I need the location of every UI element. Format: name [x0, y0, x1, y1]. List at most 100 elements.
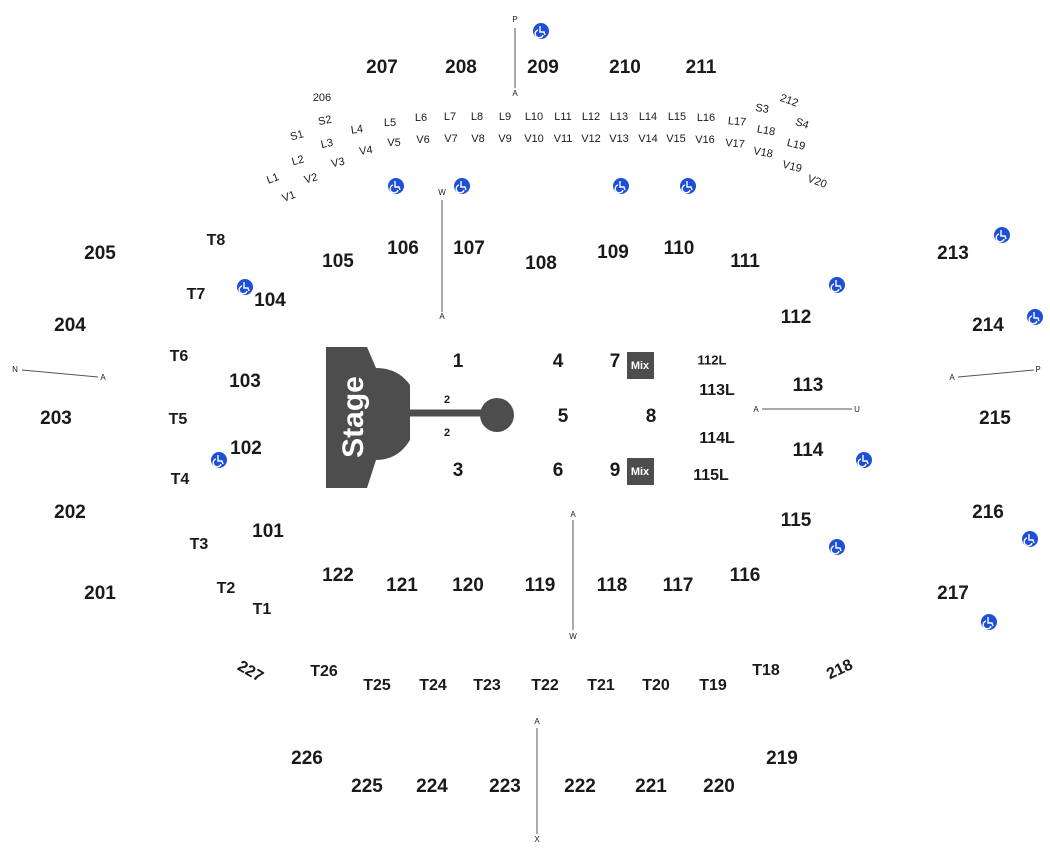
section-label[interactable]: 111 — [730, 251, 760, 272]
section-label[interactable]: 216 — [972, 502, 1004, 523]
section-label[interactable]: 110 — [664, 238, 695, 259]
row-label[interactable]: L3 — [320, 137, 334, 151]
row-label[interactable]: V14 — [638, 133, 658, 145]
row-label[interactable]: L2 — [291, 154, 306, 169]
row-label[interactable]: V20 — [806, 173, 829, 191]
section-label[interactable]: 203 — [40, 408, 72, 429]
floor-section[interactable]: 114L — [699, 430, 735, 447]
section-label[interactable]: 122 — [322, 565, 354, 586]
section-label[interactable]: 104 — [254, 290, 286, 311]
row-label[interactable]: S4 — [794, 116, 811, 132]
section-label[interactable]: 205 — [84, 243, 116, 264]
row-label[interactable]: L1 — [265, 171, 281, 186]
row-label[interactable]: T24 — [419, 677, 447, 694]
row-label[interactable]: V15 — [666, 133, 686, 145]
row-label[interactable]: T19 — [699, 677, 727, 694]
row-label[interactable]: L8 — [471, 111, 483, 123]
row-label[interactable]: L18 — [756, 123, 776, 138]
row-label[interactable]: T25 — [363, 677, 391, 694]
section-label[interactable]: 218 — [824, 656, 855, 683]
row-label[interactable]: L6 — [415, 112, 427, 124]
section-label[interactable]: 222 — [564, 776, 596, 797]
section-label[interactable]: 227 — [234, 658, 266, 686]
section-label[interactable]: 214 — [972, 315, 1004, 336]
row-label[interactable]: S2 — [317, 114, 333, 129]
row-label[interactable]: V6 — [416, 134, 429, 146]
floor-section[interactable]: 3 — [453, 460, 464, 481]
section-label[interactable]: 119 — [525, 575, 556, 596]
row-label[interactable]: L14 — [639, 111, 657, 123]
row-label[interactable]: V19 — [781, 159, 803, 175]
section-label[interactable]: 219 — [766, 748, 798, 769]
row-label[interactable]: T18 — [752, 662, 780, 679]
section-label[interactable]: 107 — [453, 238, 485, 259]
section-label[interactable]: 224 — [416, 776, 448, 797]
section-label[interactable]: 217 — [937, 583, 969, 604]
row-label[interactable]: V2 — [303, 171, 319, 186]
row-label[interactable]: V13 — [609, 133, 629, 145]
section-label[interactable]: 116 — [730, 565, 761, 586]
section-label[interactable]: 220 — [703, 776, 735, 797]
row-label[interactable]: L5 — [384, 117, 396, 129]
row-label[interactable]: V4 — [358, 144, 373, 158]
section-label[interactable]: 117 — [663, 575, 694, 596]
floor-section[interactable]: 6 — [553, 460, 564, 481]
row-label[interactable]: T21 — [587, 677, 615, 694]
section-label[interactable]: 204 — [54, 315, 86, 336]
section-label[interactable]: 113 — [793, 375, 824, 396]
section-label[interactable]: 202 — [54, 502, 86, 523]
row-label[interactable]: T5 — [169, 411, 188, 428]
section-label[interactable]: 115 — [781, 510, 812, 531]
section-label[interactable]: 109 — [597, 242, 629, 263]
row-label[interactable]: V7 — [444, 133, 457, 145]
section-label[interactable]: 223 — [489, 776, 521, 797]
floor-section[interactable]: 5 — [558, 406, 569, 427]
row-label[interactable]: V17 — [725, 137, 746, 151]
section-label[interactable]: 215 — [979, 408, 1011, 429]
floor-section[interactable]: 2 — [444, 427, 450, 439]
row-label[interactable]: L4 — [350, 123, 364, 137]
row-label[interactable]: L12 — [582, 111, 600, 123]
section-label[interactable]: 102 — [230, 438, 262, 459]
floor-section[interactable]: 4 — [553, 351, 564, 372]
section-label[interactable]: 212 — [778, 92, 799, 110]
row-label[interactable]: T4 — [171, 471, 190, 488]
row-label[interactable]: V8 — [471, 133, 484, 145]
row-label[interactable]: T7 — [187, 286, 206, 303]
section-label[interactable]: 120 — [452, 575, 484, 596]
section-label[interactable]: 211 — [686, 57, 717, 78]
row-label[interactable]: T3 — [190, 536, 209, 553]
floor-section[interactable]: 112L — [698, 352, 727, 367]
floor-section[interactable]: 115L — [693, 467, 729, 484]
row-label[interactable]: V5 — [387, 137, 400, 149]
row-label[interactable]: L19 — [786, 137, 807, 153]
section-label[interactable]: 207 — [366, 57, 398, 78]
floor-section[interactable]: 7 — [610, 351, 621, 372]
row-label[interactable]: T1 — [253, 601, 272, 618]
row-label[interactable]: T23 — [473, 677, 501, 694]
section-label[interactable]: 114 — [793, 440, 824, 461]
row-label[interactable]: V18 — [752, 145, 773, 160]
section-label[interactable]: 106 — [387, 238, 419, 259]
row-label[interactable]: T2 — [217, 580, 236, 597]
row-label[interactable]: T22 — [531, 677, 559, 694]
row-label[interactable]: V3 — [330, 156, 346, 171]
section-label[interactable]: 101 — [252, 521, 284, 542]
row-label[interactable]: L10 — [525, 111, 543, 123]
row-label[interactable]: V1 — [281, 189, 298, 205]
row-label[interactable]: L11 — [554, 111, 572, 123]
section-label[interactable]: 103 — [229, 371, 261, 392]
section-label[interactable]: 209 — [527, 57, 559, 78]
section-label[interactable]: 213 — [937, 243, 969, 264]
floor-section[interactable]: 1 — [453, 351, 464, 372]
row-label[interactable]: L13 — [610, 111, 628, 123]
section-label[interactable]: 226 — [291, 748, 323, 769]
row-label[interactable]: T26 — [310, 663, 338, 680]
floor-section[interactable]: 113L — [699, 382, 735, 399]
row-label[interactable]: V9 — [498, 133, 511, 145]
row-label[interactable]: V16 — [695, 134, 715, 146]
stage[interactable]: Stage — [326, 347, 514, 488]
row-label[interactable]: S3 — [754, 102, 769, 116]
section-label[interactable]: 112 — [781, 307, 812, 328]
row-label[interactable]: L7 — [444, 111, 456, 123]
